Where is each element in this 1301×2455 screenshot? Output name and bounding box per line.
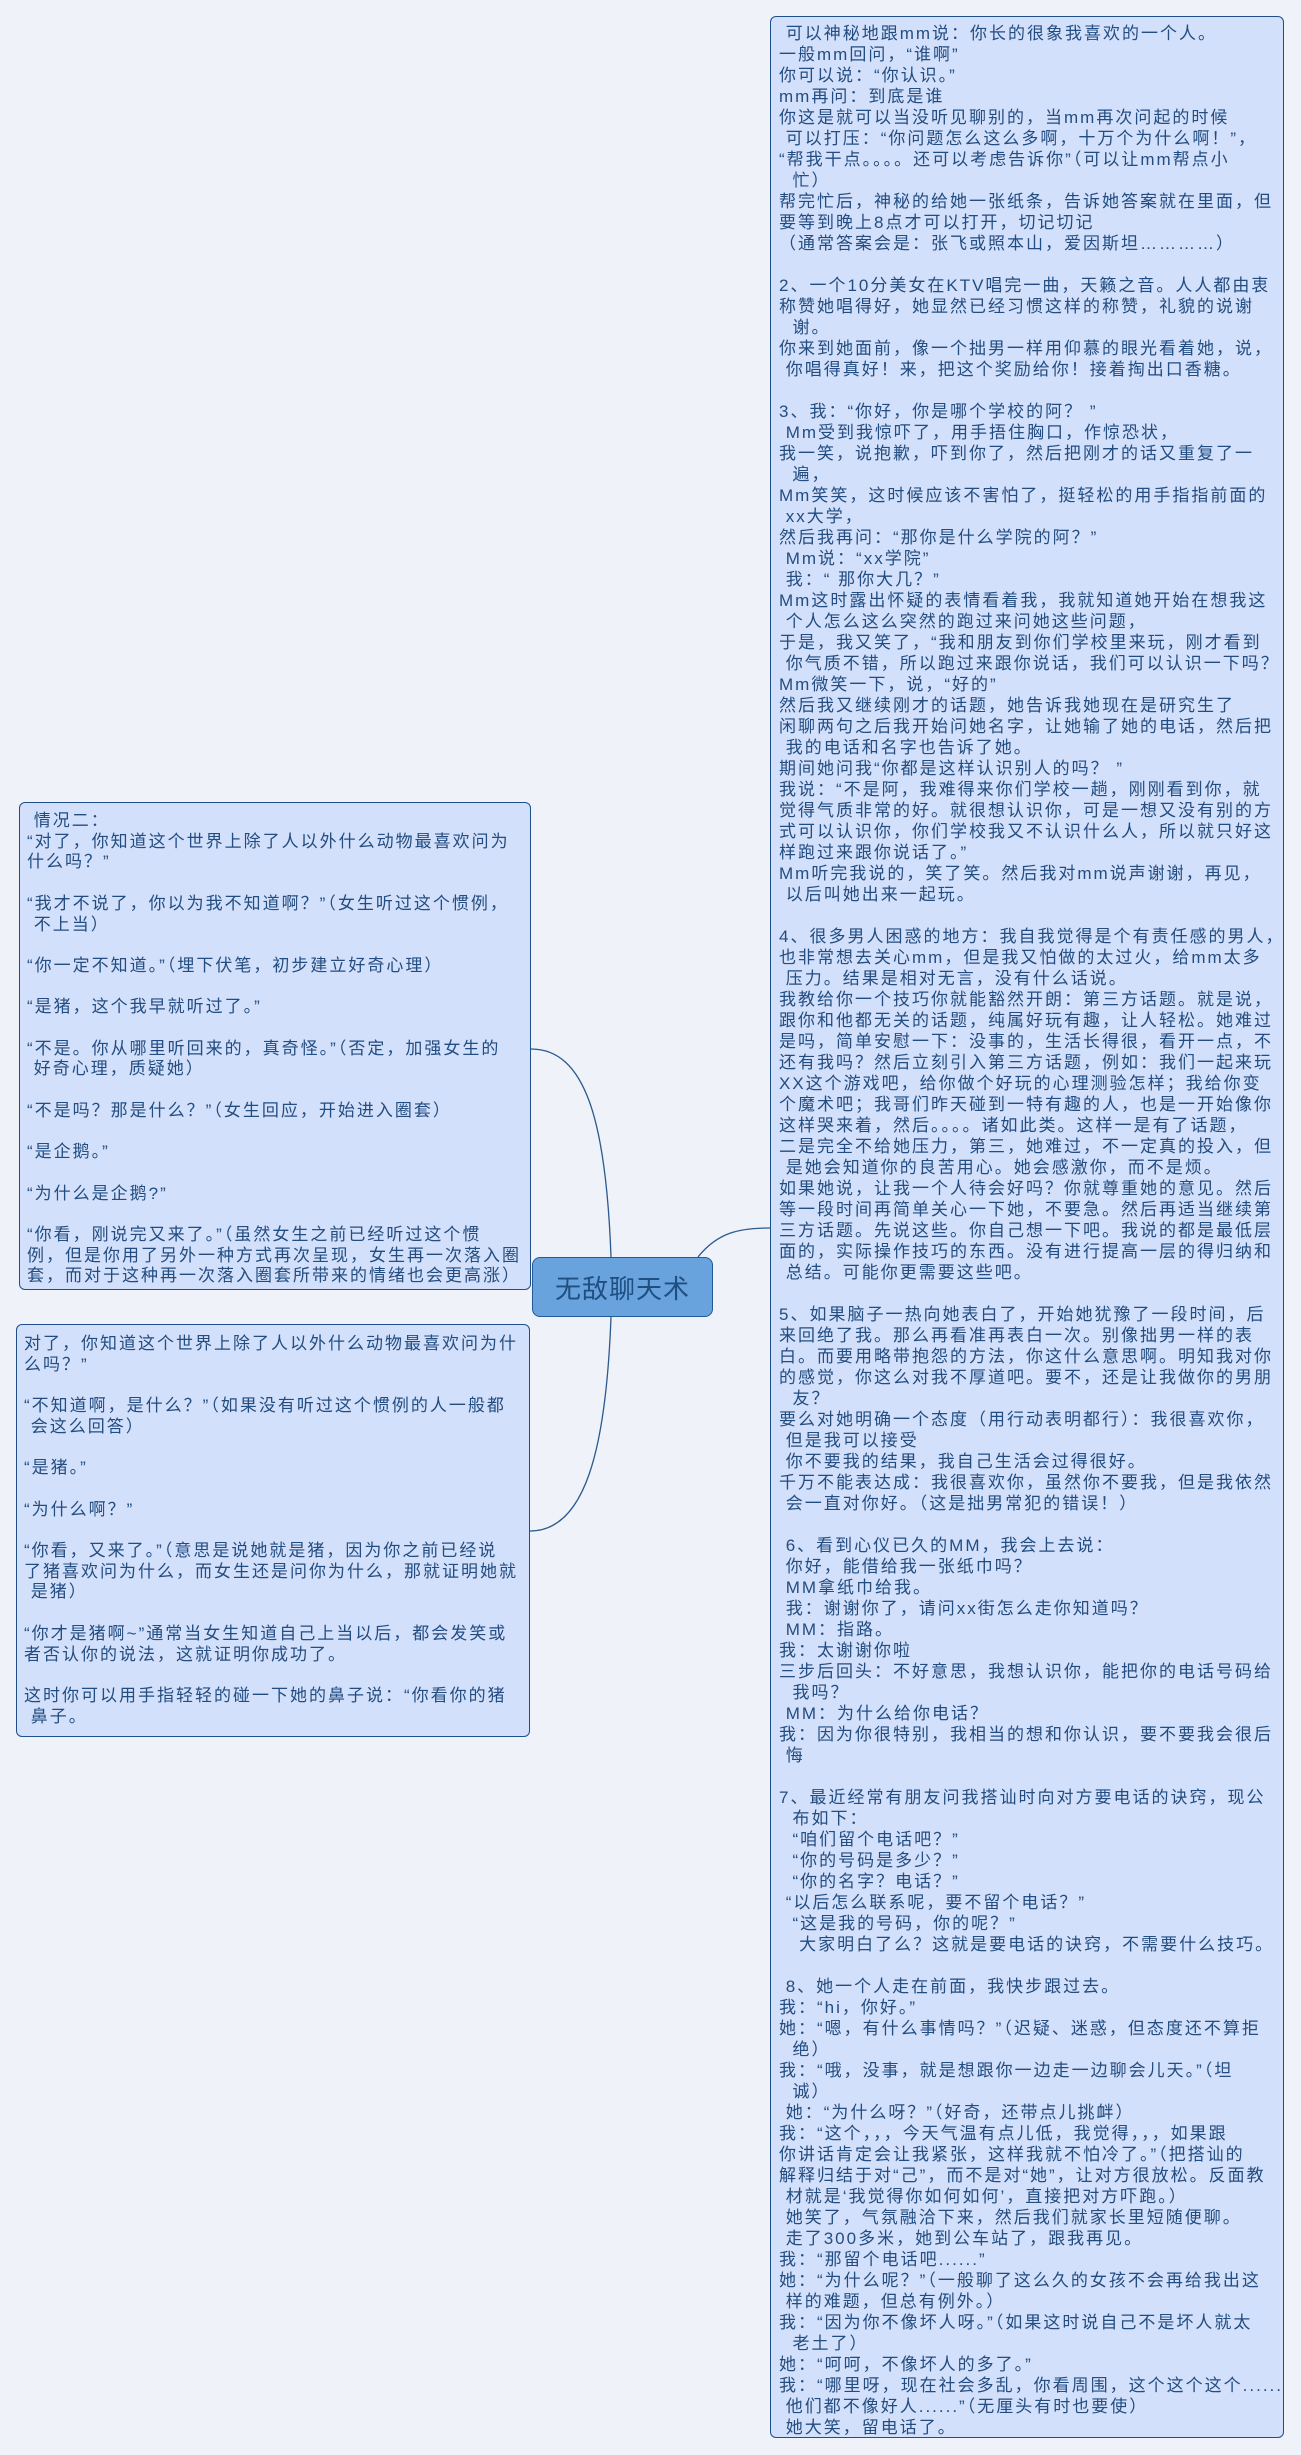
central-topic-label: 无敌聊天术 bbox=[554, 1273, 690, 1304]
topic-right-chat-techniques[interactable]: 可以神秘地跟mm说：你长的很象我喜欢的一个人。 一般mm回问，“谁啊” 你可以说… bbox=[770, 16, 1284, 2438]
topic-left-scenario-one[interactable]: 对了，你知道这个世界上除了人以外什么动物最喜欢问为什 么吗？” “不知道啊，是什… bbox=[16, 1324, 530, 1737]
topic-text: 可以神秘地跟mm说：你长的很象我喜欢的一个人。 一般mm回问，“谁啊” 你可以说… bbox=[779, 24, 1285, 2437]
connector-right-topic bbox=[697, 1227, 771, 1258]
connector-left-topic-2 bbox=[529, 1316, 612, 1532]
central-topic[interactable]: 无敌聊天术 bbox=[532, 1257, 713, 1317]
topic-left-scenario-two[interactable]: 情况二： “对了，你知道这个世界上除了人以外什么动物最喜欢问为 什么吗？” “我… bbox=[19, 802, 531, 1290]
topic-text: 情况二： “对了，你知道这个世界上除了人以外什么动物最喜欢问为 什么吗？” “我… bbox=[27, 811, 521, 1286]
topic-text: 对了，你知道这个世界上除了人以外什么动物最喜欢问为什 么吗？” “不知道啊，是什… bbox=[24, 1334, 518, 1726]
connector-left-topic-1 bbox=[530, 1048, 612, 1258]
